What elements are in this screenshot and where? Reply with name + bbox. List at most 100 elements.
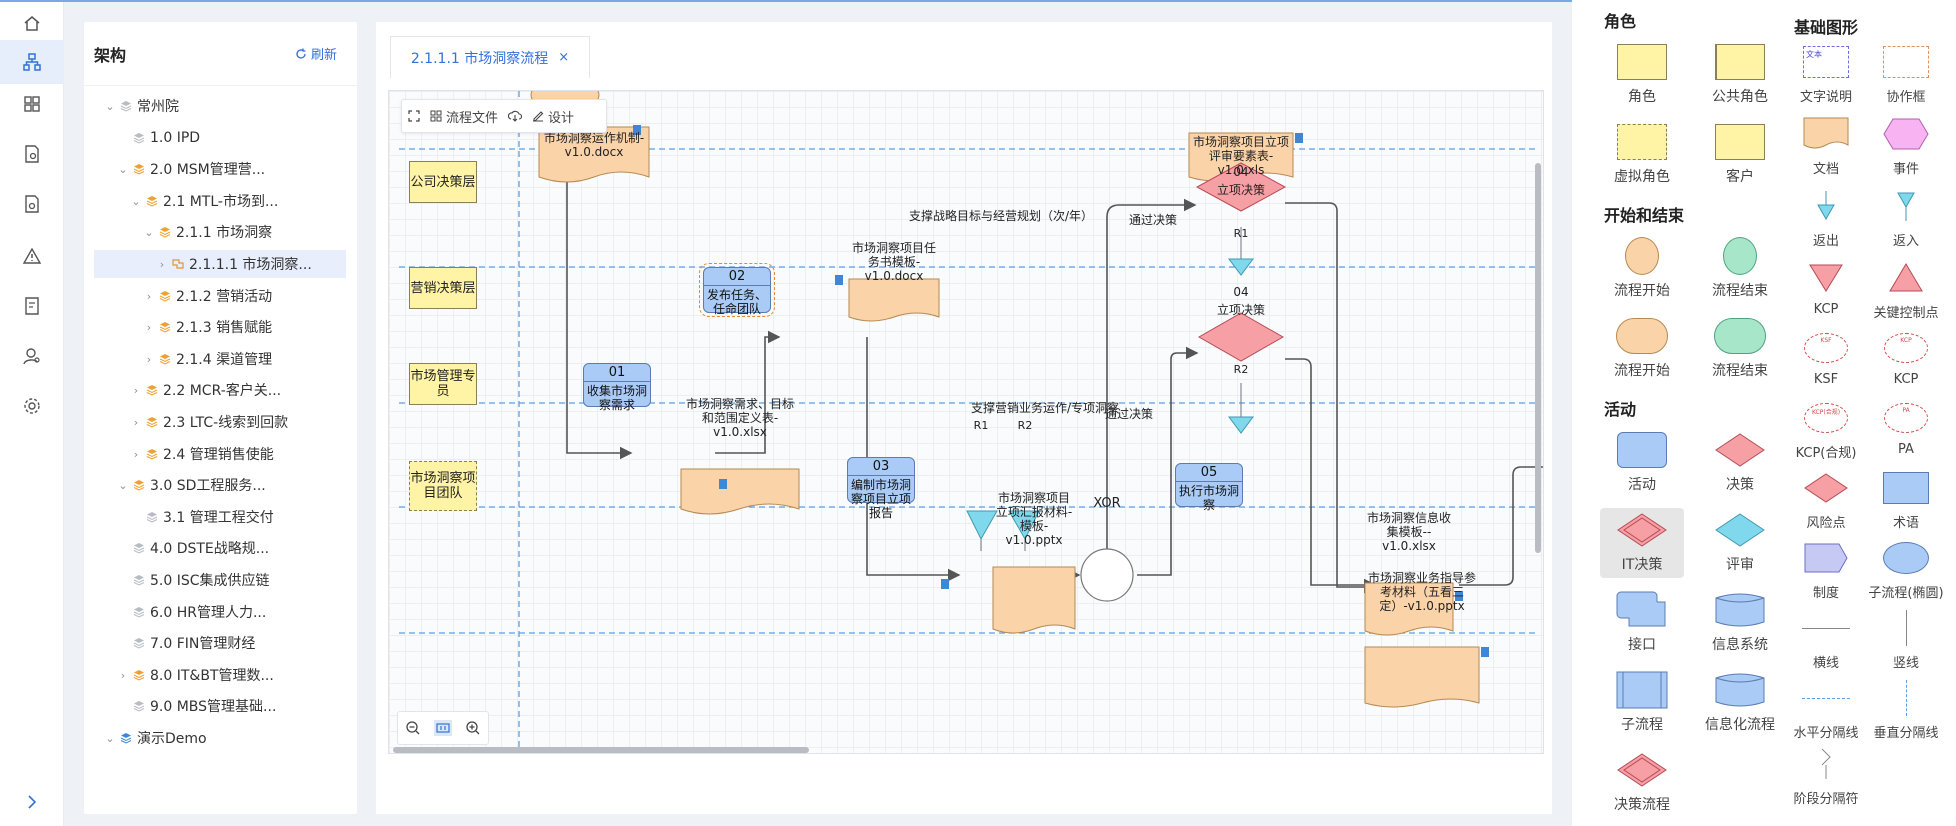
doc-nav[interactable] bbox=[0, 132, 64, 176]
activity-01[interactable]: 01 收集市场洞察需求 bbox=[583, 363, 651, 412]
doc-6-label[interactable]: 市场洞察信息收集模板--v1.0.xlsx bbox=[1367, 511, 1452, 553]
design-button[interactable]: 设计 bbox=[532, 107, 574, 126]
palette-process-start[interactable]: 流程开始 bbox=[1600, 234, 1684, 304]
palette-info-system[interactable]: 信息系统 bbox=[1698, 588, 1782, 658]
user-nav[interactable] bbox=[0, 334, 64, 378]
tree-item[interactable]: ›2.4 管理销售使能 bbox=[94, 440, 346, 468]
palette-event[interactable]: 事件 bbox=[1864, 112, 1948, 182]
chevron-down-icon[interactable]: ⌄ bbox=[144, 225, 154, 239]
expand-rail-button[interactable] bbox=[0, 780, 64, 824]
xor-gateway-label[interactable]: XOR bbox=[1093, 496, 1121, 511]
palette-key-control-point[interactable]: 关键控制点 bbox=[1864, 256, 1948, 326]
doc-5-label[interactable]: 市场洞察项目立项评审要素表-v1.0.xls bbox=[1192, 135, 1289, 177]
home-nav[interactable] bbox=[0, 2, 64, 46]
tab-close-icon[interactable]: × bbox=[558, 50, 570, 65]
palette-hline[interactable]: 横线 bbox=[1784, 606, 1868, 676]
palette-interface[interactable]: 接口 bbox=[1600, 588, 1684, 658]
palette-it-decision[interactable]: IT决策 bbox=[1600, 508, 1684, 578]
lane-market-manager[interactable]: 市场管理专员 bbox=[409, 363, 477, 405]
chevron-down-icon[interactable]: ⌄ bbox=[118, 162, 128, 176]
tree-item[interactable]: ›2.1.1.1 市场洞察... bbox=[94, 250, 346, 278]
tree-item[interactable]: ⌄2.0 MSM管理营... bbox=[94, 155, 346, 183]
palette-subprocess[interactable]: 子流程 bbox=[1600, 668, 1684, 738]
palette-document[interactable]: 文档 bbox=[1784, 112, 1868, 182]
doc-3-label[interactable]: 市场洞察需求、目标和范围定义表-v1.0.xlsx bbox=[685, 397, 794, 439]
palette-process-end-rounded[interactable]: 流程结束 bbox=[1698, 314, 1782, 384]
vertical-scrollbar[interactable] bbox=[1535, 163, 1541, 553]
tree-item[interactable]: 1.0 IPD bbox=[94, 124, 346, 152]
palette-collab-box[interactable]: 协作框 bbox=[1864, 40, 1948, 110]
chevron-right-icon[interactable]: › bbox=[146, 352, 152, 366]
palette-virtual-role[interactable]: 虚拟角色 bbox=[1600, 120, 1684, 190]
doc-2-label[interactable]: 市场洞察项目任务书模板-v1.0.docx bbox=[851, 241, 936, 283]
palette-ksf[interactable]: KSF KSF bbox=[1784, 326, 1868, 396]
tree-item[interactable]: 7.0 FIN管理财经 bbox=[94, 629, 346, 657]
diagram-canvas[interactable]: 公司决策层 营销决策层 市场管理专员 市场洞察项目团队 01 收集市场洞察需求 … bbox=[388, 90, 1544, 754]
tab-market-insight-process[interactable]: 2.1.1.1 市场洞察流程 × bbox=[390, 36, 590, 78]
palette-pa[interactable]: PA PA bbox=[1864, 396, 1948, 466]
horizontal-scrollbar[interactable] bbox=[393, 747, 809, 753]
palette-kcp[interactable]: KCP bbox=[1784, 256, 1868, 326]
doc-7-label[interactable]: 市场洞察业务指导参考材料（五看三定）-v1.0.pptx bbox=[1367, 571, 1476, 613]
palette-public-role[interactable]: 公共角色 bbox=[1698, 40, 1782, 110]
palette-decision[interactable]: 决策 bbox=[1698, 428, 1782, 498]
doc-settings-nav[interactable] bbox=[0, 182, 64, 226]
palette-role[interactable]: 角色 bbox=[1600, 40, 1684, 110]
chevron-right-icon[interactable]: › bbox=[120, 668, 126, 682]
tree-item[interactable]: 5.0 ISC集成供应链 bbox=[94, 566, 346, 594]
tree-item[interactable]: ⌄常州院 bbox=[94, 92, 346, 120]
chevron-right-icon[interactable]: › bbox=[133, 415, 139, 429]
activity-03[interactable]: 03 编制市场洞察项目立项报告 bbox=[847, 457, 915, 520]
tree-item[interactable]: ›2.3 LTC-线索到回款 bbox=[94, 408, 346, 436]
palette-regulation[interactable]: 制度 bbox=[1784, 536, 1868, 606]
palette-review[interactable]: 评审 bbox=[1698, 508, 1782, 578]
doc-1-label[interactable]: 市场洞察运作机制-v1.0.docx bbox=[543, 131, 645, 159]
chevron-right-icon[interactable]: › bbox=[146, 289, 152, 303]
chevron-right-icon[interactable]: › bbox=[146, 320, 152, 334]
risk-nav[interactable] bbox=[0, 234, 64, 278]
activity-05[interactable]: 05 执行市场洞察 bbox=[1175, 463, 1243, 512]
palette-decision-process[interactable]: 决策流程 bbox=[1600, 748, 1684, 818]
fullscreen-button[interactable] bbox=[408, 110, 420, 122]
tree-item[interactable]: ⌄2.1 MTL-市场到... bbox=[94, 187, 346, 215]
chevron-right-icon[interactable]: › bbox=[133, 447, 139, 461]
process-files-button[interactable]: 流程文件 bbox=[430, 107, 498, 126]
chevron-right-icon[interactable]: › bbox=[133, 383, 139, 397]
tree-item[interactable]: 6.0 HR管理人力... bbox=[94, 598, 346, 626]
tree-item[interactable]: 4.0 DSTE战略规... bbox=[94, 534, 346, 562]
palette-h-separator[interactable]: 水平分隔线 bbox=[1784, 676, 1868, 746]
tree-item[interactable]: ›2.1.2 营销活动 bbox=[94, 282, 346, 310]
tree-item[interactable]: ›2.1.3 销售赋能 bbox=[94, 313, 346, 341]
zoom-out-icon[interactable] bbox=[405, 720, 421, 736]
lane-company-decision[interactable]: 公司决策层 bbox=[409, 161, 477, 203]
zoom-in-icon[interactable] bbox=[465, 720, 481, 736]
chevron-down-icon[interactable]: ⌄ bbox=[118, 478, 128, 492]
palette-v-separator[interactable]: 垂直分隔线 bbox=[1864, 676, 1948, 746]
tree-item[interactable]: ⌄演示Demo bbox=[94, 724, 346, 752]
palette-stage-separator[interactable]: 阶段分隔符 bbox=[1784, 742, 1868, 812]
palette-process-end[interactable]: 流程结束 bbox=[1698, 234, 1782, 304]
palette-risk-point[interactable]: 风险点 bbox=[1784, 466, 1868, 536]
palette-return-in[interactable]: 返入 bbox=[1864, 184, 1948, 254]
architecture-nav[interactable] bbox=[0, 40, 64, 84]
fit-screen-icon[interactable] bbox=[433, 720, 452, 736]
settings-nav[interactable] bbox=[0, 384, 64, 428]
activity-02[interactable]: 02 发布任务、任命团队 bbox=[699, 263, 775, 317]
palette-activity[interactable]: 活动 bbox=[1600, 428, 1684, 498]
tree-item[interactable]: ⌄3.0 SD工程服务... bbox=[94, 471, 346, 499]
refresh-button[interactable]: 刷新 bbox=[295, 44, 337, 63]
palette-customer[interactable]: 客户 bbox=[1698, 120, 1782, 190]
palette-process-start-rounded[interactable]: 流程开始 bbox=[1600, 314, 1684, 384]
chevron-down-icon[interactable]: ⌄ bbox=[105, 731, 115, 745]
palette-subprocess-ellipse[interactable]: 子流程(椭圆) bbox=[1864, 536, 1948, 606]
tree-item[interactable]: ⌄2.1.1 市场洞察 bbox=[94, 218, 346, 246]
chevron-down-icon[interactable]: ⌄ bbox=[105, 99, 115, 113]
palette-info-process[interactable]: 信息化流程 bbox=[1698, 668, 1782, 738]
palette-kcp-ellipse[interactable]: KCP KCP bbox=[1864, 326, 1948, 396]
chevron-down-icon[interactable]: ⌄ bbox=[131, 194, 141, 208]
tree-item[interactable]: ›2.2 MCR-客户关... bbox=[94, 376, 346, 404]
tree-item[interactable]: ›2.1.4 渠道管理 bbox=[94, 345, 346, 373]
tree-item[interactable]: ›8.0 IT&BT管理数... bbox=[94, 661, 346, 689]
tree-item[interactable]: 3.1 管理工程交付 bbox=[94, 503, 346, 531]
palette-vline[interactable]: 竖线 bbox=[1864, 606, 1948, 676]
